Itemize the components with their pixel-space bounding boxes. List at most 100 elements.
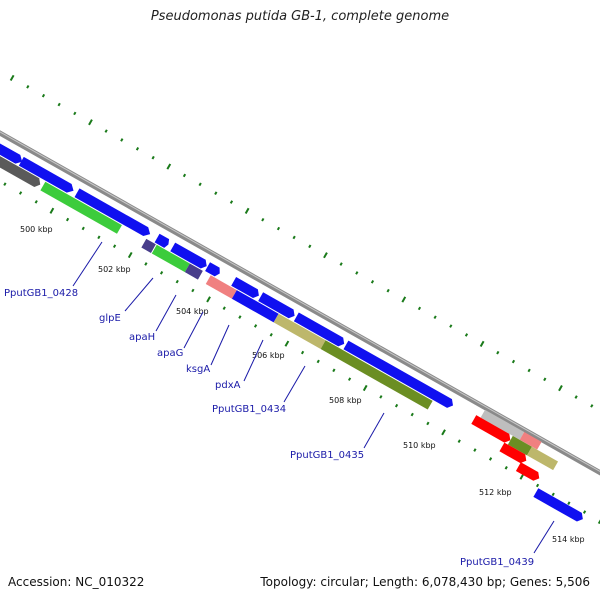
gene-cds-0428-blue bbox=[18, 156, 74, 193]
leader-line bbox=[72, 241, 103, 287]
minor-tick bbox=[590, 404, 594, 408]
gene-indigo-glpe bbox=[141, 238, 156, 253]
minor-tick bbox=[574, 395, 578, 399]
minor-tick bbox=[81, 226, 85, 231]
gene-salmon-ksga bbox=[205, 275, 237, 299]
leader-line bbox=[283, 365, 306, 403]
major-tick bbox=[519, 473, 525, 480]
scale-tick-label: 506 kbp bbox=[252, 351, 285, 360]
minor-tick bbox=[355, 271, 359, 275]
minor-tick bbox=[159, 270, 164, 275]
gene-label: PputGB1_0439 bbox=[460, 557, 534, 568]
gene-labels: PputGB1_0428 glpE apaH apaG ksgA pdxA Pp… bbox=[4, 288, 534, 568]
minor-tick bbox=[386, 288, 390, 293]
minor-tick bbox=[347, 377, 352, 381]
gene-olive-right bbox=[507, 435, 532, 456]
scale-labels: 500 kbp 502 kbp 504 kbp 506 kbp 508 kbp … bbox=[20, 225, 585, 544]
genome-backbone bbox=[0, 112, 600, 492]
scale-tick-label: 504 kbp bbox=[176, 307, 209, 316]
minor-tick bbox=[551, 492, 555, 497]
inner-tick-row bbox=[3, 182, 600, 525]
minor-tick bbox=[3, 182, 7, 186]
gene-red-a bbox=[471, 415, 511, 443]
minor-tick bbox=[511, 359, 516, 364]
minor-tick bbox=[582, 510, 587, 514]
minor-tick bbox=[473, 448, 477, 452]
minor-tick bbox=[222, 306, 226, 311]
scale-tick-label: 510 kbp bbox=[403, 441, 436, 450]
minor-tick bbox=[457, 439, 461, 443]
minor-tick bbox=[229, 200, 234, 204]
major-tick bbox=[127, 251, 133, 259]
minor-tick bbox=[527, 368, 531, 373]
major-tick bbox=[558, 385, 563, 392]
minor-tick bbox=[182, 173, 187, 178]
gene-label: apaG bbox=[157, 348, 183, 359]
accession-label: Accession: NC_010322 bbox=[8, 575, 145, 589]
gene-olive-0435 bbox=[320, 340, 433, 410]
map-title: Pseudomonas putida GB-1, complete genome bbox=[150, 9, 450, 24]
minor-tick bbox=[214, 191, 218, 195]
gene-cds-0429 bbox=[74, 188, 151, 237]
major-tick bbox=[206, 296, 211, 303]
minor-tick bbox=[97, 235, 101, 240]
minor-tick bbox=[449, 324, 453, 328]
gene-label: glpE bbox=[99, 313, 121, 324]
gene-label-leaders bbox=[72, 241, 555, 554]
gene-cds-0430b bbox=[170, 242, 207, 269]
genome-summary-label: Topology: circular; Length: 6,078,430 bp… bbox=[260, 575, 590, 589]
minor-tick bbox=[57, 102, 61, 107]
leader-line bbox=[243, 339, 264, 382]
major-tick bbox=[9, 74, 15, 82]
genome-backbone-highlight bbox=[0, 113, 600, 489]
leader-line bbox=[533, 520, 555, 554]
minor-tick bbox=[269, 333, 273, 337]
gene-label: apaH bbox=[129, 332, 155, 343]
gene-label: ksgA bbox=[186, 364, 210, 375]
leader-line bbox=[155, 294, 177, 332]
major-tick bbox=[88, 119, 93, 126]
minor-tick bbox=[488, 457, 493, 461]
gene-red-b bbox=[499, 442, 527, 464]
leader-line bbox=[363, 412, 385, 449]
leader-line bbox=[210, 324, 230, 366]
gene-salmon-right bbox=[519, 431, 542, 450]
minor-tick bbox=[41, 93, 46, 98]
gene-blue-0439 bbox=[533, 488, 583, 522]
minor-tick bbox=[253, 324, 258, 328]
major-tick bbox=[323, 252, 328, 259]
minor-tick bbox=[339, 262, 343, 266]
minor-tick bbox=[567, 501, 571, 506]
minor-tick bbox=[276, 226, 281, 231]
gene-indigo-apag bbox=[184, 263, 203, 280]
minor-tick bbox=[504, 465, 508, 470]
gene-features bbox=[0, 127, 583, 522]
minor-tick bbox=[34, 200, 38, 204]
minor-tick bbox=[535, 483, 540, 488]
gene-gray bbox=[0, 137, 41, 187]
gene-cds-0431 bbox=[205, 262, 220, 277]
gene-label: pdxA bbox=[215, 380, 241, 391]
major-tick bbox=[441, 429, 446, 436]
gene-label: PputGB1_0434 bbox=[212, 404, 286, 415]
minor-tick bbox=[426, 421, 430, 426]
gene-label: PputGB1_0435 bbox=[290, 450, 364, 461]
leader-line bbox=[183, 311, 204, 349]
scale-tick-label: 502 kbp bbox=[98, 265, 131, 274]
gene-khaki-0434 bbox=[273, 313, 326, 349]
minor-tick bbox=[417, 306, 422, 311]
minor-tick bbox=[238, 315, 242, 319]
minor-tick bbox=[433, 315, 437, 320]
gene-blue-pdxa bbox=[231, 290, 279, 323]
minor-tick bbox=[379, 395, 383, 399]
minor-tick bbox=[112, 244, 117, 248]
scale-tick-label: 512 kbp bbox=[479, 488, 512, 497]
minor-tick bbox=[175, 279, 179, 284]
gene-green-apah bbox=[151, 244, 190, 273]
minor-tick bbox=[543, 377, 547, 382]
minor-tick bbox=[300, 350, 305, 355]
minor-tick bbox=[18, 191, 23, 195]
gene-cds-0432 bbox=[231, 277, 259, 299]
